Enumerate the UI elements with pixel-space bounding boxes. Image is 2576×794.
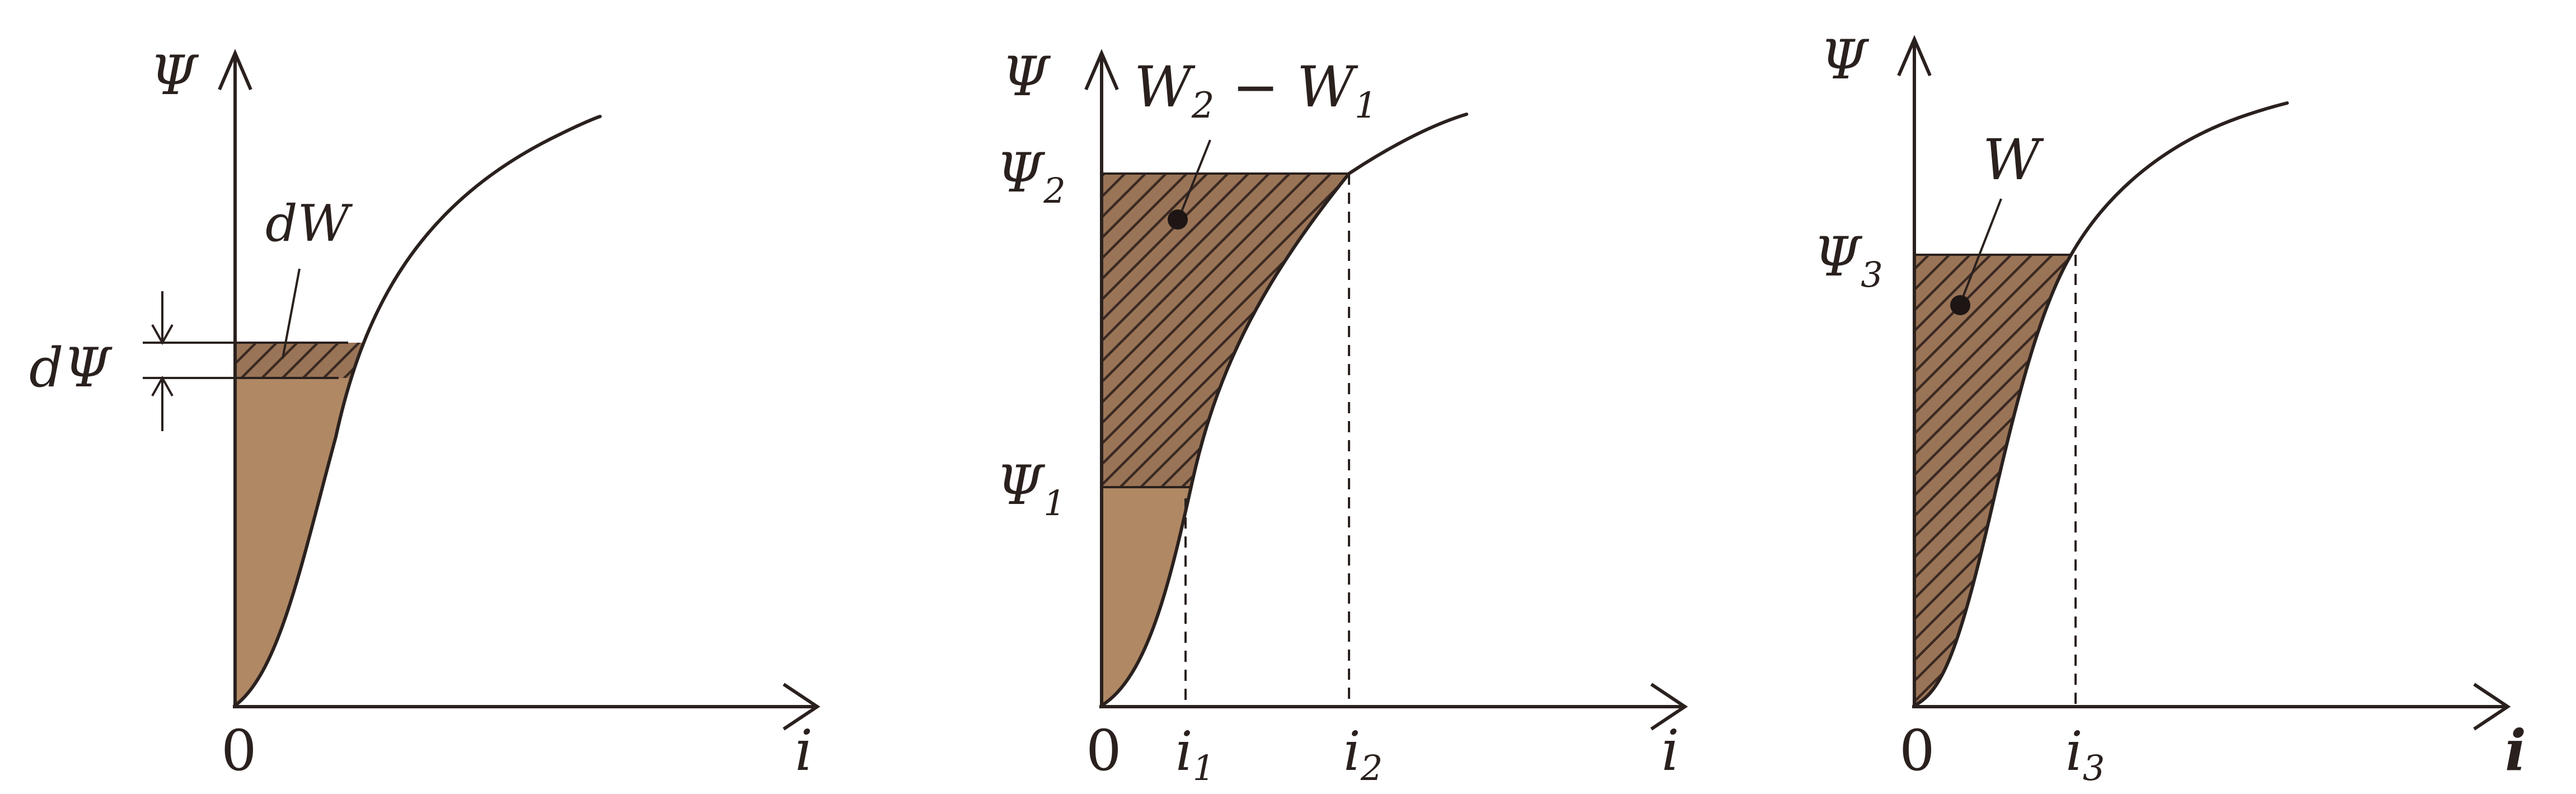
psi3-subscript: 3 <box>1861 254 1882 295</box>
psi1-symbol: Ψ <box>996 454 1046 517</box>
W2-subscript: 2 <box>1191 85 1215 127</box>
y-axis-label: Ψ <box>1002 45 1051 108</box>
dpsi-arrowhead-lower <box>151 375 174 396</box>
psi2-label: Ψ2 <box>996 142 1066 211</box>
i3-subscript: 3 <box>2083 748 2105 788</box>
i2-symbol: i <box>1343 720 1361 783</box>
W-hatched-region <box>1914 255 2287 706</box>
region-leader-line <box>1961 198 2002 300</box>
psi1-subscript: 1 <box>1043 483 1065 524</box>
origin-label: 0 <box>1899 718 1935 783</box>
i3-symbol: i <box>2066 720 2083 783</box>
energy-region-fill <box>1102 487 1326 706</box>
dW-hatched-strip <box>235 343 403 378</box>
dW-label: dW <box>265 194 353 253</box>
y-axis-label: Ψ <box>1820 29 1870 91</box>
panel-3-W: Ψ Ψ3 W 0 i3 i <box>1814 29 2526 788</box>
psi3-symbol: Ψ <box>1814 226 1863 288</box>
energy-region-fill <box>235 378 403 706</box>
dpsi-arrowhead-upper <box>151 324 174 345</box>
x-axis-arrowhead <box>2473 683 2511 731</box>
W2-minus-W1-hatched-region <box>1102 174 1467 487</box>
magnetization-curve <box>1913 101 2289 707</box>
magnetization-curve <box>1100 113 1468 707</box>
dW-leader-line <box>282 268 301 359</box>
i1-label: i1 <box>1175 720 1215 788</box>
panel-2-W2-minus-W1: Ψ Ψ2 Ψ1 W2 − W1 0 i1 i2 i <box>996 45 1688 788</box>
y-axis-label: Ψ <box>150 44 199 107</box>
i2-subscript: 2 <box>1360 748 1383 788</box>
i2-label: i2 <box>1343 720 1383 788</box>
psi3-label: Ψ3 <box>1814 226 1883 295</box>
x-axis-label: i <box>2505 717 2526 783</box>
x-axis-label: i <box>795 718 813 783</box>
region-label: W2 − W1 <box>1134 54 1377 127</box>
i1-subscript: 1 <box>1193 748 1215 788</box>
minus-sign: − <box>1215 54 1297 120</box>
y-axis-arrowhead <box>1897 35 1932 77</box>
x-axis-arrowhead <box>783 683 821 731</box>
W1-subscript: 1 <box>1355 85 1378 127</box>
i1-symbol: i <box>1175 720 1193 783</box>
dpsi-label: dΨ <box>29 337 113 399</box>
origin-label: 0 <box>221 718 257 783</box>
psi1-label: Ψ1 <box>996 454 1066 524</box>
origin-label: 0 <box>1086 718 1122 783</box>
psi2-symbol: Ψ <box>996 142 1046 204</box>
y-axis-arrowhead <box>1084 49 1119 91</box>
region-leader-dot <box>1950 295 1970 315</box>
magnetization-curve <box>233 115 602 707</box>
x-axis-arrowhead <box>1650 683 1688 731</box>
region-leader-line <box>1179 139 1211 216</box>
region-leader-dot <box>1168 209 1188 230</box>
panel-1-dW: Ψ 0 i dΨ dW <box>29 44 821 783</box>
i3-label: i3 <box>2066 720 2105 788</box>
x-axis-label: i <box>1661 718 1679 783</box>
W2-symbol: W <box>1134 54 1196 120</box>
psi2-subscript: 2 <box>1043 170 1065 211</box>
y-axis-arrowhead <box>218 49 252 91</box>
W-label: W <box>1983 127 2044 193</box>
W1-symbol: W <box>1297 54 1359 120</box>
